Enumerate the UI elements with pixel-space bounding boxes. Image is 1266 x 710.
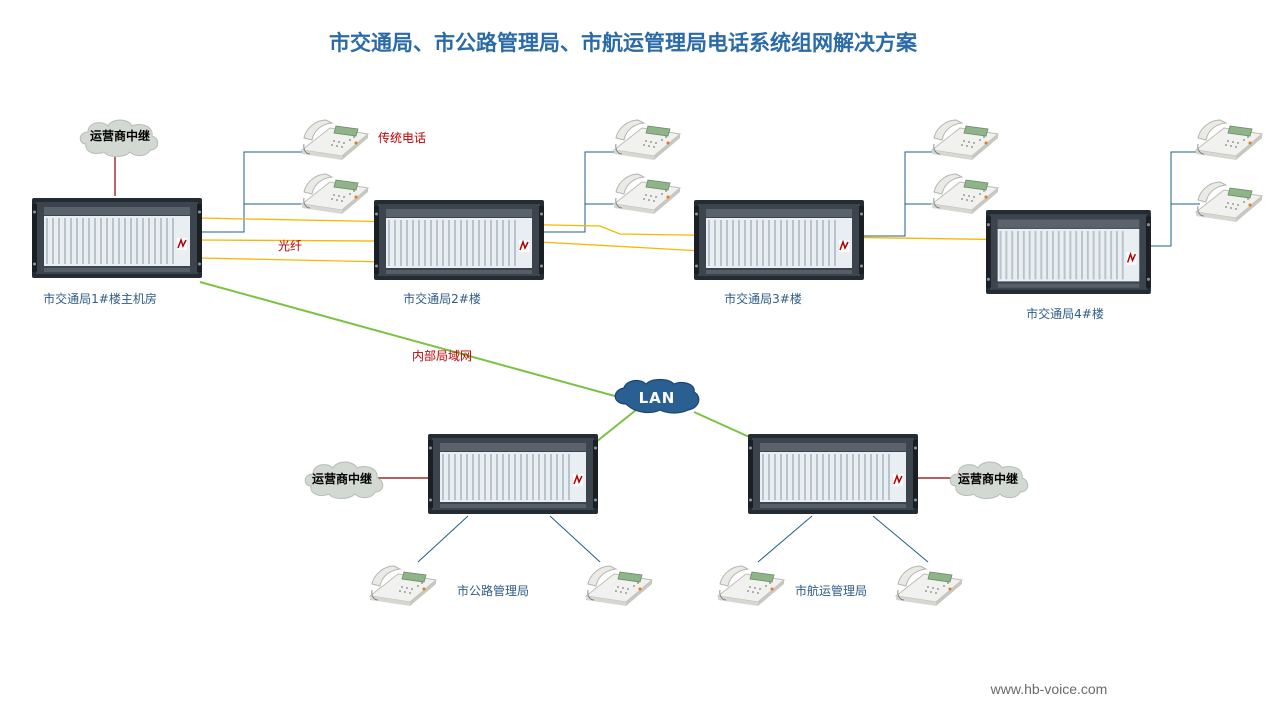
pbx-rack-building3 xyxy=(693,199,865,281)
building2-label: 市交通局2#楼 xyxy=(403,291,481,306)
phone-icon xyxy=(369,565,437,607)
pbx-rack-building4 xyxy=(985,209,1152,295)
highway-bureau-label: 市公路管理局 xyxy=(457,583,529,598)
website-watermark: www.hb-voice.com xyxy=(990,681,1108,697)
lan-label: LAN xyxy=(639,389,676,407)
phone-icon xyxy=(613,119,681,161)
pbx-rack-shipping xyxy=(747,433,919,515)
lan-cloud-icon xyxy=(614,378,700,414)
building4-label: 市交通局4#楼 xyxy=(1026,306,1104,321)
fiber-links xyxy=(199,217,1034,266)
trunk-label-left: 运营商中继 xyxy=(312,471,372,486)
pbx-rack-building1 xyxy=(31,197,203,279)
traditional-phone-label: 传统电话 xyxy=(378,130,426,145)
shipping-bureau-label: 市航运管理局 xyxy=(795,583,867,598)
phone-icon xyxy=(895,565,963,607)
lan-links xyxy=(199,281,757,443)
page-title: 市交通局、市公路管理局、市航运管理局电话系统组网解决方案 xyxy=(329,30,918,55)
phone-icon xyxy=(301,119,369,161)
phone-icon xyxy=(931,119,999,161)
building1-label: 市交通局1#楼主机房 xyxy=(43,291,157,306)
trunk-label-right: 运营商中继 xyxy=(958,471,1018,486)
phone-icon xyxy=(613,173,681,215)
phone-icon xyxy=(717,565,785,607)
phone-icon xyxy=(585,565,653,607)
phone-icon xyxy=(301,173,369,215)
pbx-rack-building2 xyxy=(373,199,545,281)
trunk-label-top: 运营商中继 xyxy=(90,128,150,143)
fiber-label: 光纤 xyxy=(278,239,302,253)
intranet-label: 内部局域网 xyxy=(412,348,472,363)
building3-label: 市交通局3#楼 xyxy=(724,291,802,306)
phone-icon xyxy=(1195,181,1263,223)
pbx-rack-highway xyxy=(427,433,599,515)
phone-icon xyxy=(1195,119,1263,161)
phone-links xyxy=(200,151,1200,563)
phone-icon xyxy=(931,173,999,215)
